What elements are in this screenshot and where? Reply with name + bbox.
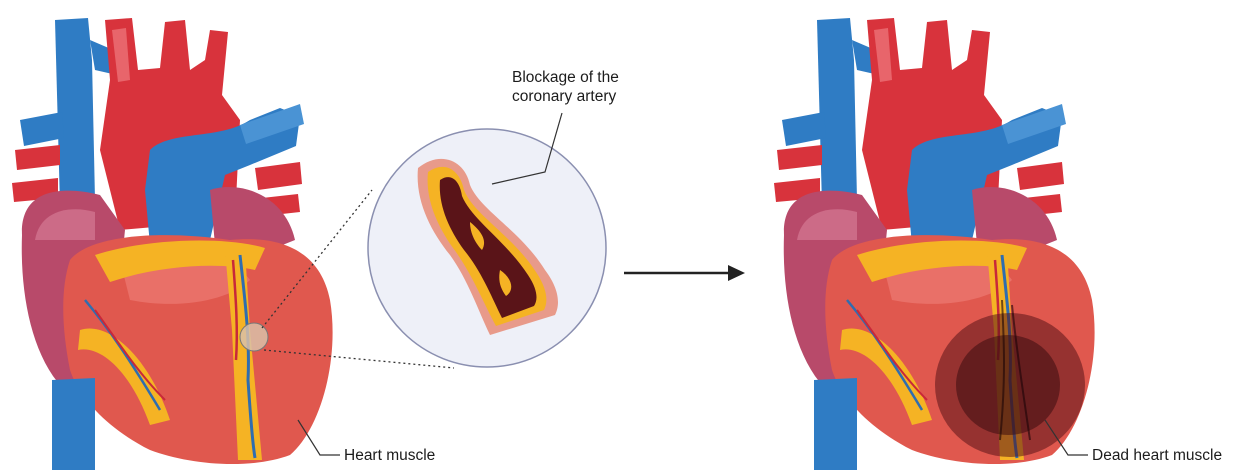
blockage-label-line2: coronary artery [512, 87, 619, 106]
infarcted-heart-illustration [774, 18, 1095, 470]
blockage-label-line1: Blockage of the [512, 68, 619, 87]
blockage-spot-marker [240, 323, 268, 351]
blocked-artery-magnified-icon [368, 129, 606, 367]
right-arrow-icon [624, 265, 745, 281]
dead-heart-muscle-label: Dead heart muscle [1092, 446, 1222, 465]
blockage-label: Blockage of the coronary artery [512, 68, 619, 106]
heart-muscle-label: Heart muscle [344, 446, 435, 465]
healthy-heart-illustration [12, 18, 333, 470]
